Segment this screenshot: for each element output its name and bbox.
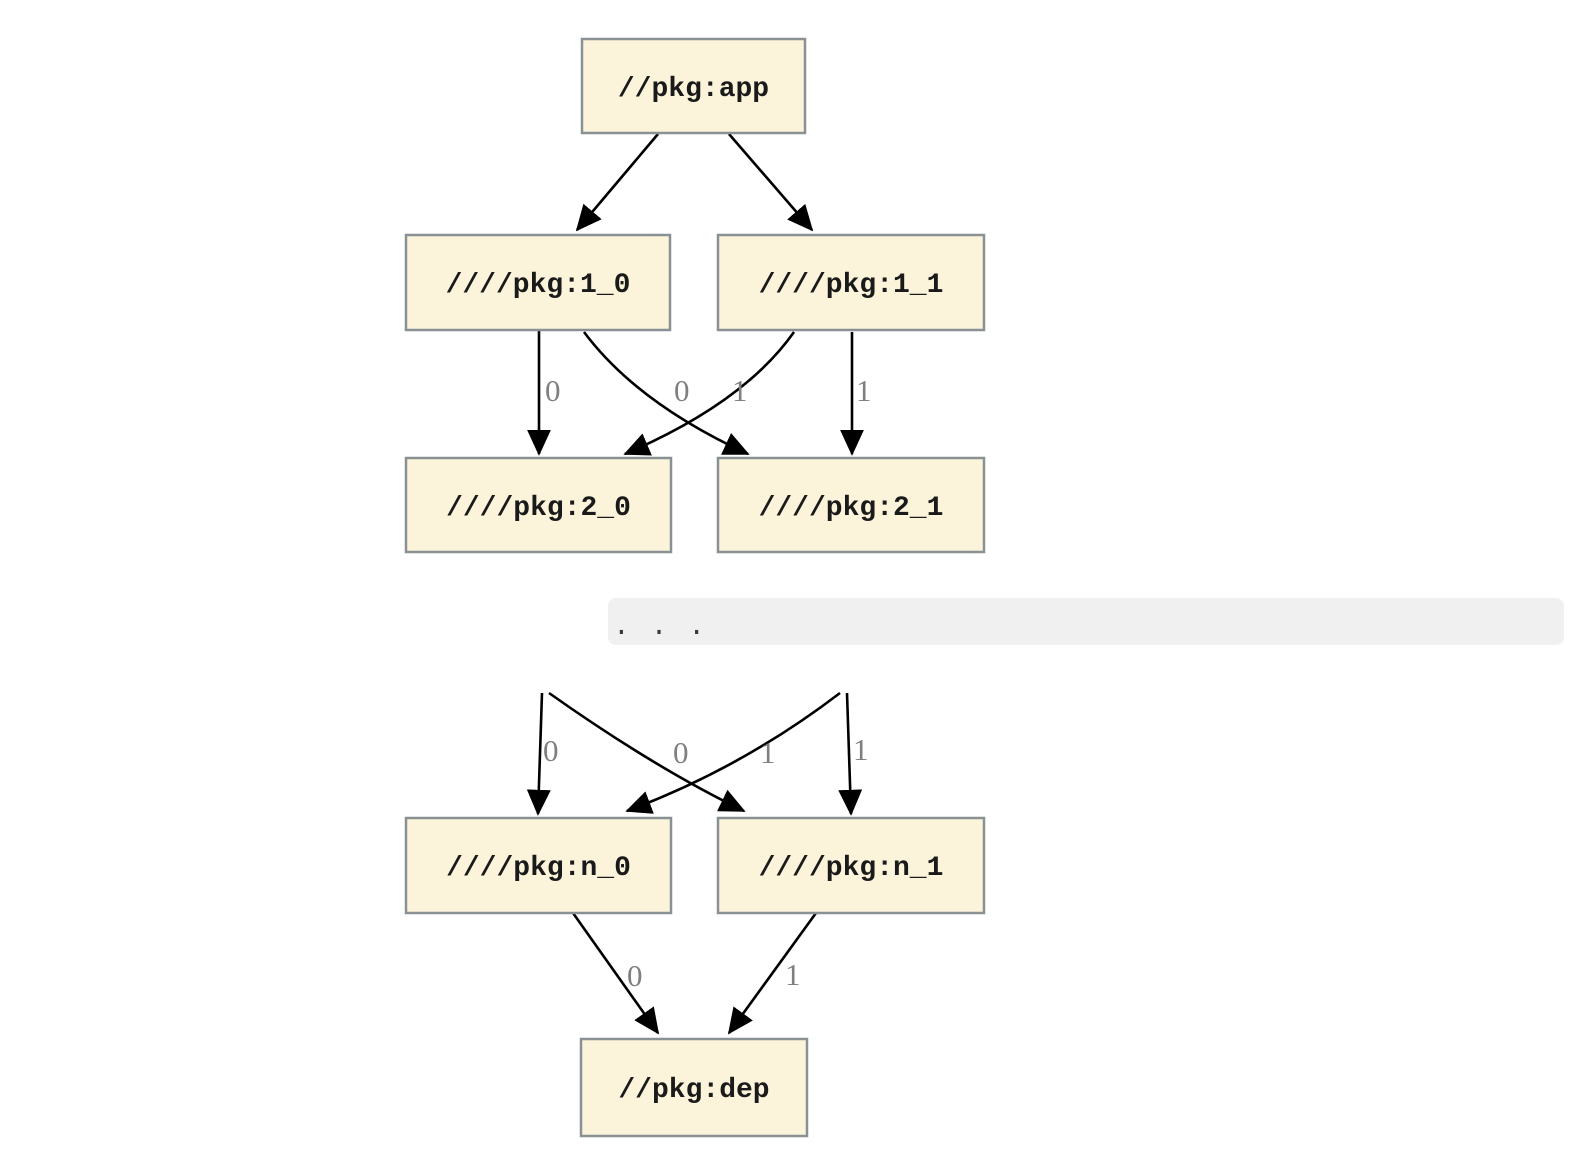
edge-elided0-to-n_1 [548,691,746,813]
node-pkg-1_0-label: ////pkg:1_0 [446,270,631,301]
edge-label: 1 [853,732,869,767]
node-pkg-2_1-box [716,456,986,554]
node-app-label: //pkg:app [618,74,769,105]
node-pkg-n_1-label: ////pkg:n_1 [759,853,944,884]
edge-label: 0 [545,373,561,408]
node-pkg-1_1: ////pkg:1_1 [716,233,986,332]
edge-label: 1 [732,373,748,408]
edge-app-to-1_0 [575,133,659,232]
node-pkg-n_0: ////pkg:n_0 [404,816,673,915]
node-pkg-2_0-label: ////pkg:2_0 [446,493,631,524]
node-pkg-2_0: ////pkg:2_0 [404,456,673,554]
edge-elided1-to-n_1 [838,692,863,816]
node-app: //pkg:app [580,37,807,135]
node-dep-box [579,1037,809,1138]
node-pkg-1_0-box [404,233,672,332]
node-pkg-1_0: ////pkg:1_0 [404,233,672,332]
node-pkg-2_0-box [404,456,673,554]
edge-label: 0 [673,735,689,770]
edge-label: 1 [760,735,776,770]
ellipsis-band [608,598,1564,645]
edge-label: 0 [627,958,643,993]
node-dep: //pkg:dep [579,1037,809,1138]
node-pkg-2_1: ////pkg:2_1 [716,456,986,554]
node-pkg-1_1-label: ////pkg:1_1 [759,270,944,301]
edge-n_0-to-dep [571,912,660,1035]
edge-n_1-to-dep [727,912,818,1035]
node-pkg-1_1-box [716,233,986,332]
edge-1_1-to-2_0 [623,331,796,456]
edge-elided0-to-n_0 [526,692,551,816]
edge-1_0-to-2_1 [582,331,750,456]
node-pkg-n_1: ////pkg:n_1 [716,816,986,915]
edge-elided1-to-n_0 [625,691,841,814]
node-pkg-n_0-label: ////pkg:n_0 [446,853,631,884]
node-pkg-2_1-label: ////pkg:2_1 [759,493,944,524]
edge-label: 1 [856,373,872,408]
edge-app-to-1_1 [728,133,814,232]
node-pkg-n_1-box [716,816,986,915]
edge-label: 0 [674,373,690,408]
edge-label: 1 [785,957,801,992]
node-app-box [580,37,807,135]
ellipsis-text: . . . [613,612,707,643]
node-pkg-n_0-box [404,816,673,915]
edge-label: 0 [543,733,559,768]
node-dep-label: //pkg:dep [618,1075,769,1106]
